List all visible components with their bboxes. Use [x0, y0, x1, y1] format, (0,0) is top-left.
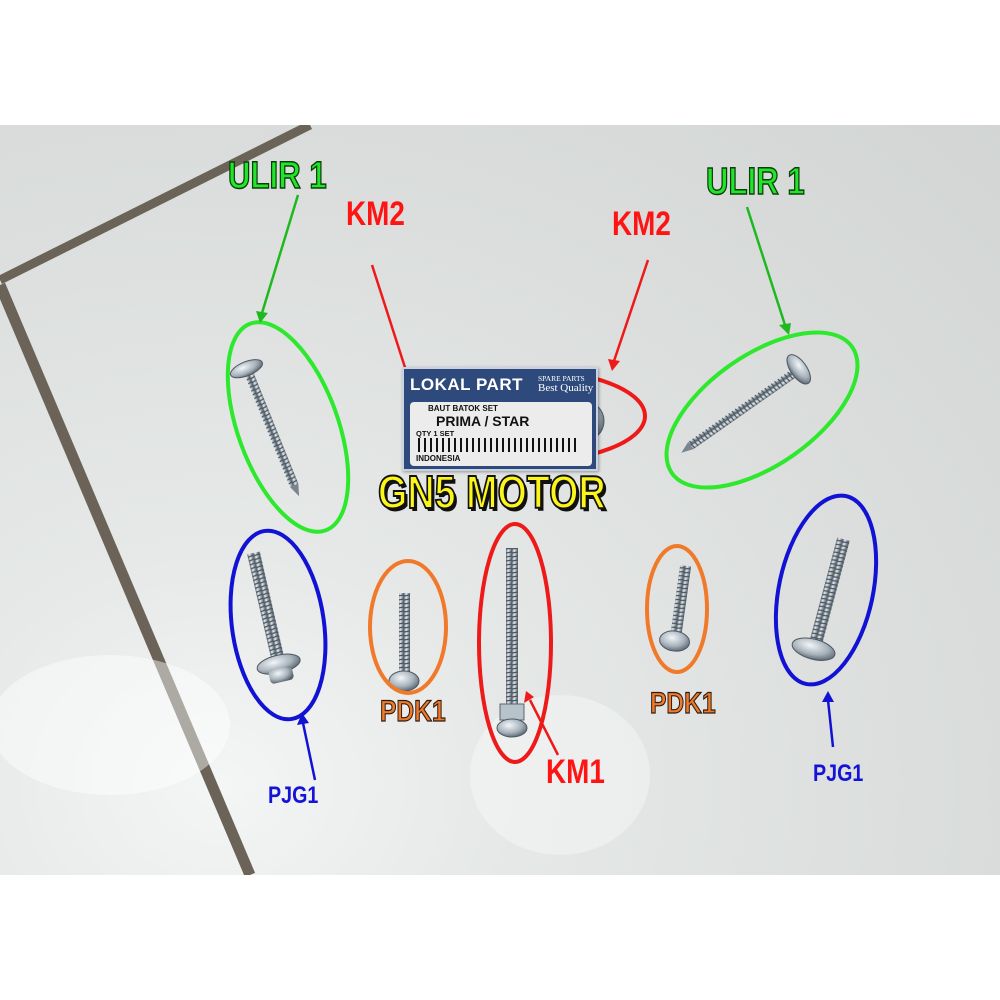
- label-pdk1-left: PDK1: [380, 694, 447, 728]
- photo-overlay: [0, 125, 879, 875]
- tag-brand: LOKAL PART: [410, 375, 523, 394]
- tag-tagline-top: SPARE PARTS: [538, 374, 585, 383]
- screw-pdk1-right: [659, 565, 692, 652]
- barcode-icon: [418, 438, 576, 452]
- tag-model: PRIMA / STAR: [436, 413, 530, 429]
- label-pjg1-right: PJG1: [813, 760, 864, 787]
- screw-pjg1-left: [247, 551, 301, 684]
- screw-ulir-right: [681, 354, 811, 453]
- label-pjg1-left: PJG1: [268, 782, 319, 809]
- label-km2-right: KM2: [612, 205, 671, 243]
- screw-km1: [496, 548, 528, 738]
- annotation-arrows: [256, 194, 835, 781]
- product-photo: LOKAL PART SPARE PARTS Best Quality BAUT…: [0, 125, 1000, 875]
- label-ulir-left: ULIR 1: [227, 154, 327, 198]
- page-title: GN5 MOTOR: [377, 465, 606, 519]
- label-ulir-right: ULIR 1: [705, 160, 805, 204]
- screw-ulir-left: [230, 359, 300, 497]
- tag-tagline-bottom: Best Quality: [538, 382, 594, 394]
- tile-grout-lines: [0, 125, 313, 875]
- tag-quantity: QTY 1 SET: [416, 429, 455, 438]
- label-pdk1-right: PDK1: [650, 686, 717, 720]
- label-km1: KM1: [546, 753, 605, 791]
- screw-pjg1-right: [791, 537, 850, 661]
- product-tag: LOKAL PART SPARE PARTS Best Quality BAUT…: [402, 367, 598, 471]
- label-km2-left: KM2: [346, 195, 405, 233]
- tag-product-type: BAUT BATOK SET: [428, 404, 498, 413]
- tag-origin: INDONESIA: [416, 454, 461, 463]
- screw-pdk1-left: [388, 593, 420, 692]
- tag-info-panel: BAUT BATOK SET PRIMA / STAR QTY 1 SET IN…: [410, 402, 592, 466]
